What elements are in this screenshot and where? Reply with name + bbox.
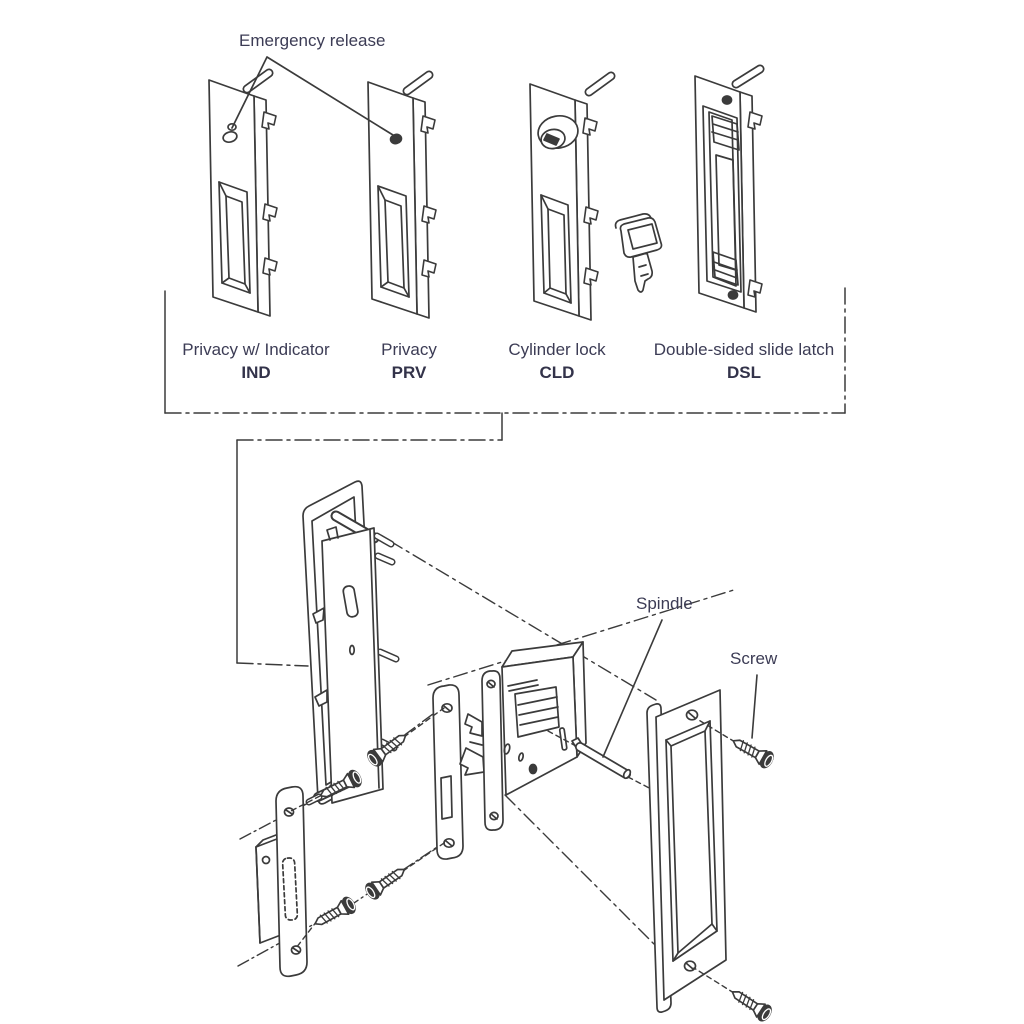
option-dsl-code: DSL [727, 363, 761, 383]
lock-case [501, 641, 587, 796]
plate-double-sided-slide-latch [694, 64, 765, 313]
option-cld-code: CLD [539, 363, 575, 383]
option-cld-name: Cylinder lock [508, 340, 606, 359]
plate-cylinder-lock [529, 71, 616, 321]
option-prv-name: Privacy [381, 340, 437, 359]
emergency-release-leaders [231, 56, 394, 136]
option-cld: Cylinder lock CLD [467, 339, 647, 384]
option-prv: Privacy PRV [319, 339, 499, 384]
screw-strike-bottom [309, 893, 360, 933]
lock-case-edge [459, 670, 504, 831]
option-ind: Privacy w/ Indicator IND [156, 339, 356, 384]
screw-faceplate-bottom [361, 860, 411, 904]
screw-label: Screw [730, 649, 778, 668]
latch-screw-top [721, 95, 733, 105]
option-ind-code: IND [241, 363, 271, 383]
inside-pull-plate [646, 689, 727, 1013]
latch-screw-bottom [727, 290, 739, 300]
option-dsl: Double-sided slide latch DSL [634, 339, 854, 384]
plate-privacy [367, 70, 437, 319]
options-bracket [164, 287, 846, 667]
assembly-lock-backplate [305, 526, 400, 806]
plate-privacy-indicator [208, 68, 278, 317]
emergency-release-hole [389, 133, 403, 145]
option-prv-code: PRV [391, 363, 427, 383]
mounting-screws [288, 707, 778, 1024]
screw-pull-plate-bottom [726, 983, 776, 1024]
lock-faceplate [432, 684, 464, 860]
key [614, 212, 663, 293]
strike-plate [275, 785, 308, 978]
spindle-rod [547, 730, 656, 792]
callout-leaders [602, 619, 758, 758]
option-ind-name: Privacy w/ Indicator [182, 340, 330, 359]
option-dsl-name: Double-sided slide latch [653, 340, 835, 359]
indicator-window [227, 122, 237, 132]
spindle-label: Spindle [636, 594, 693, 613]
emergency-release-label: Emergency release [239, 31, 386, 50]
